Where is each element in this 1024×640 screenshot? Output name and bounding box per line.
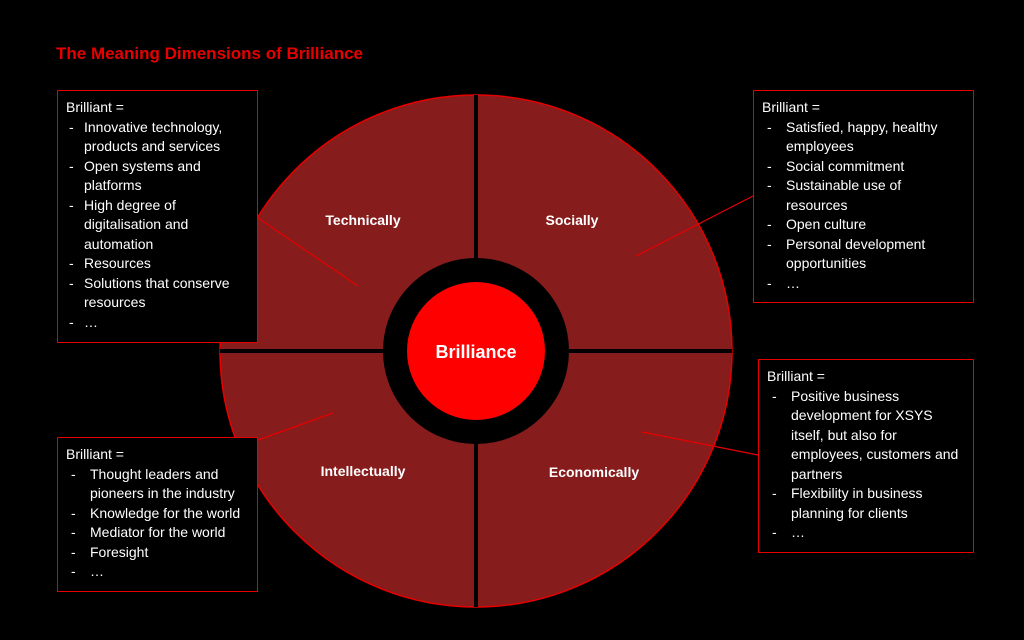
info-box-item: Open systems and platforms: [66, 157, 249, 196]
segment-label-socially: Socially: [546, 212, 599, 228]
info-box-item: Flexibility in business planning for cli…: [767, 484, 965, 523]
info-box-item: Sustainable use of resources: [762, 176, 965, 215]
page-title: The Meaning Dimensions of Brilliance: [56, 44, 363, 63]
info-box-item: Thought leaders and pioneers in the indu…: [66, 465, 249, 504]
center-label: Brilliance: [435, 342, 516, 362]
segment-label-intellectually: Intellectually: [321, 463, 406, 479]
info-box-item: Positive business development for XSYS i…: [767, 387, 965, 485]
info-box-heading: Brilliant =: [66, 99, 124, 115]
info-box-item: …: [66, 313, 249, 333]
info-box-item: …: [66, 562, 249, 582]
center-core: [407, 282, 545, 420]
info-box-item: Foresight: [66, 543, 249, 563]
info-box-item: Satisfied, happy, healthy employees: [762, 118, 965, 157]
info-box-economically: Brilliant = Positive business developmen…: [758, 359, 974, 553]
segment-label-technically: Technically: [325, 212, 400, 228]
info-box-socially: Brilliant = Satisfied, happy, healthy em…: [753, 90, 974, 303]
info-box-heading: Brilliant =: [767, 368, 825, 384]
info-box-item: High degree of digitalisation and automa…: [66, 196, 249, 255]
info-box-intellectually: Brilliant = Thought leaders and pioneers…: [57, 437, 258, 592]
info-box-item: Resources: [66, 254, 249, 274]
connector-economically: [641, 431, 759, 456]
connector-socially: [635, 195, 754, 257]
info-box-list: Innovative technology, products and serv…: [66, 118, 249, 333]
info-box-heading: Brilliant =: [66, 446, 124, 462]
info-box-item: …: [767, 523, 965, 543]
info-box-item: …: [762, 274, 965, 294]
info-box-item: Open culture: [762, 215, 965, 235]
connector-technically: [257, 217, 359, 287]
info-box-item: Personal development opportunities: [762, 235, 965, 274]
info-box-item: Solutions that conserve resources: [66, 274, 249, 313]
connector-intellectually: [257, 412, 334, 441]
info-box-list: Positive business development for XSYS i…: [767, 387, 965, 543]
info-box-list: Thought leaders and pioneers in the indu…: [66, 465, 249, 582]
info-box-item: Mediator for the world: [66, 523, 249, 543]
info-box-technically: Brilliant = Innovative technology, produ…: [57, 90, 258, 343]
info-box-heading: Brilliant =: [762, 99, 820, 115]
info-box-list: Satisfied, happy, healthy employeesSocia…: [762, 118, 965, 294]
info-box-item: Innovative technology, products and serv…: [66, 118, 249, 157]
segment-label-economically: Economically: [549, 464, 639, 480]
info-box-item: Knowledge for the world: [66, 504, 249, 524]
info-box-item: Social commitment: [762, 157, 965, 177]
